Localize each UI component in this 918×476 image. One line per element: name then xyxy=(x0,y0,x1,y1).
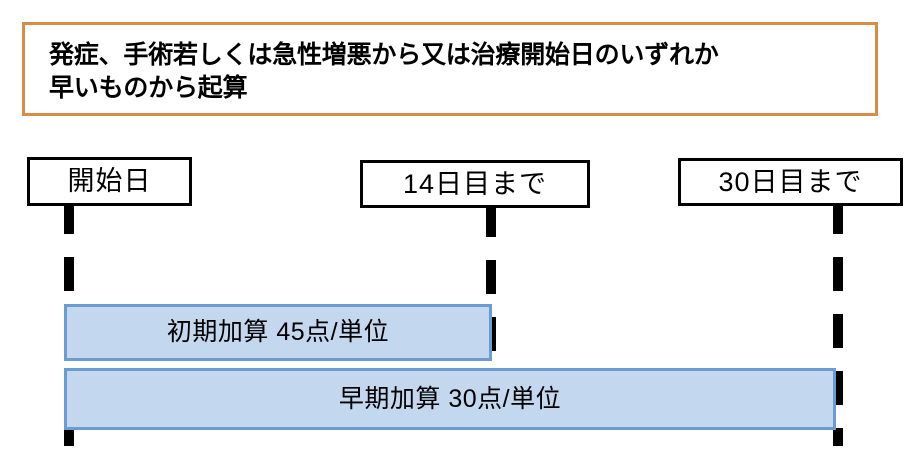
label-text-start-day: 開始日 xyxy=(67,166,152,196)
bar-early-addition[interactable]: 早期加算 30点/単位 xyxy=(64,368,836,430)
label-text-day-14: 14日目まで xyxy=(402,168,548,199)
label-text-day-30: 30日目まで xyxy=(718,166,863,197)
dashed-line-day-14 xyxy=(486,203,496,353)
label-box-start-day[interactable]: 開始日 xyxy=(27,157,192,206)
header-note-text: 発症、手術若しくは急性増悪から又は治療開始日のいずれか 早いものから起算 xyxy=(49,41,719,103)
dashed-line-day-30 xyxy=(833,200,843,446)
header-callout-box: 発症、手術若しくは急性増悪から又は治療開始日のいずれか 早いものから起算 xyxy=(22,22,878,116)
bar-label-early-addition: 早期加算 30点/単位 xyxy=(338,384,562,413)
label-box-day-14[interactable]: 14日目まで xyxy=(360,160,590,208)
label-box-day-30[interactable]: 30日目まで xyxy=(678,158,903,206)
bar-initial-addition[interactable]: 初期加算 45点/単位 xyxy=(64,304,492,361)
bar-label-initial-addition: 初期加算 45点/単位 xyxy=(166,318,390,346)
